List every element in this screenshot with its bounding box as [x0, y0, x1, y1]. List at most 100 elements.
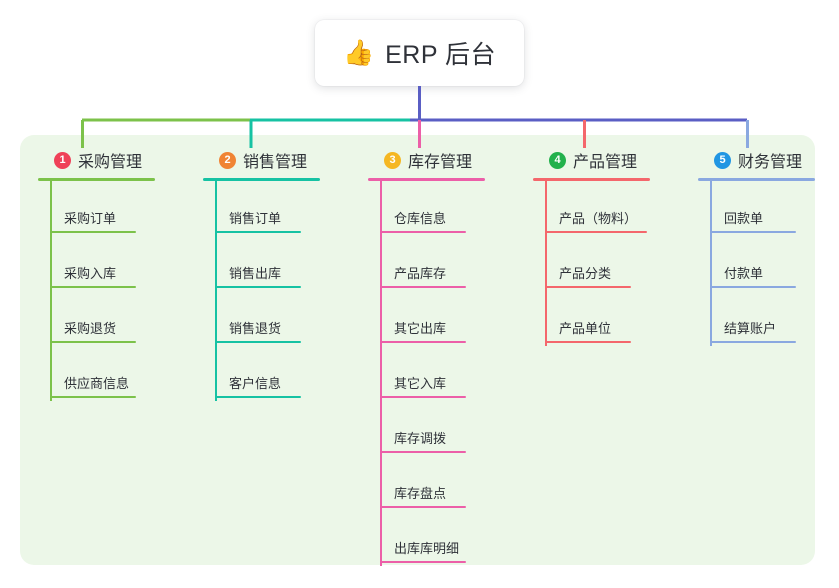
- branch-badge-5: 5: [714, 151, 731, 169]
- leaf-node-label: 库存调拨: [394, 431, 447, 446]
- leaf-node[interactable]: 采购入库: [50, 236, 188, 291]
- leaf-node-label: 客户信息: [229, 376, 282, 391]
- leaf-node-label: 回款单: [724, 211, 764, 226]
- leaf-node-underline: [50, 286, 136, 288]
- leaf-node[interactable]: 其它出库: [380, 291, 518, 346]
- leaf-node[interactable]: 采购订单: [50, 181, 188, 236]
- leaf-node-label: 产品库存: [394, 266, 447, 281]
- branch-spine-2: [215, 181, 217, 401]
- leaf-node[interactable]: 供应商信息: [50, 346, 188, 401]
- leaf-node-underline: [50, 396, 136, 398]
- leaf-node-underline: [710, 341, 796, 343]
- leaf-node[interactable]: 销售出库: [215, 236, 353, 291]
- leaf-node-underline: [215, 396, 301, 398]
- leaf-node-underline: [215, 231, 301, 233]
- branch-title-4: 产品管理: [573, 154, 638, 171]
- leaf-node-underline: [545, 286, 631, 288]
- leaf-node-underline: [50, 231, 136, 233]
- leaf-node-label: 采购入库: [64, 266, 117, 281]
- branch-badge-2: 2: [219, 151, 236, 169]
- leaf-node[interactable]: 其它入库: [380, 346, 518, 401]
- leaf-node[interactable]: 销售订单: [215, 181, 353, 236]
- branch-spine-1: [50, 181, 52, 401]
- leaf-node-underline: [380, 231, 466, 233]
- leaf-node-label: 供应商信息: [64, 376, 130, 391]
- leaf-node-label: 销售出库: [229, 266, 282, 281]
- branch-badge-4: 4: [549, 151, 566, 169]
- root-node-label: ERP 后台: [385, 41, 497, 69]
- branch-underline-1: [38, 178, 155, 181]
- branch-column-4: 4 产品管理产品（物料） 产品分类产品单位: [533, 148, 683, 346]
- branch-header-3[interactable]: 3 库存管理: [368, 148, 518, 172]
- branch-underline-2: [203, 178, 320, 181]
- leaf-node[interactable]: 产品库存: [380, 236, 518, 291]
- branch-leaf-list-4: 产品（物料） 产品分类产品单位: [545, 181, 683, 346]
- branch-leaf-list-2: 销售订单销售出库销售退货客户信息: [215, 181, 353, 401]
- leaf-node-label: 付款单: [724, 266, 764, 281]
- leaf-node-underline: [710, 286, 796, 288]
- leaf-node-label: 结算账户: [724, 321, 777, 336]
- leaf-node-underline: [215, 341, 301, 343]
- leaf-node[interactable]: 库存调拨: [380, 401, 518, 456]
- branch-header-5[interactable]: 5 财务管理: [698, 148, 839, 172]
- branch-spine-4: [545, 181, 547, 346]
- leaf-node-underline: [380, 451, 466, 453]
- leaf-node-underline: [50, 341, 136, 343]
- branch-spine-5: [710, 181, 712, 346]
- leaf-node[interactable]: 客户信息: [215, 346, 353, 401]
- leaf-node[interactable]: 付款单: [710, 236, 839, 291]
- leaf-node-underline: [545, 231, 647, 233]
- branch-title-3: 库存管理: [408, 154, 473, 171]
- leaf-node-underline: [710, 231, 796, 233]
- branch-header-4[interactable]: 4 产品管理: [533, 148, 683, 172]
- root-node-card[interactable]: 👍 ERP 后台: [315, 20, 524, 86]
- leaf-node-label: 产品单位: [559, 321, 612, 336]
- leaf-node[interactable]: 回款单: [710, 181, 839, 236]
- leaf-node[interactable]: 出库库明细: [380, 511, 518, 566]
- branch-column-5: 5 财务管理回款单付款单结算账户: [698, 148, 839, 346]
- leaf-node[interactable]: 产品单位: [545, 291, 683, 346]
- leaf-node[interactable]: 仓库信息: [380, 181, 518, 236]
- leaf-node[interactable]: 销售退货: [215, 291, 353, 346]
- leaf-node-label: 产品（物料）: [559, 211, 638, 226]
- leaf-node[interactable]: 产品分类: [545, 236, 683, 291]
- thumbs-up-icon: 👍: [342, 38, 375, 67]
- leaf-node-underline: [380, 506, 466, 508]
- leaf-node-label: 销售退货: [229, 321, 282, 336]
- leaf-node-underline: [545, 341, 631, 343]
- branch-leaf-list-3: 仓库信息产品库存其它出库其它入库库存调拨库存盘点出库库明细: [380, 181, 518, 566]
- leaf-node[interactable]: 采购退货: [50, 291, 188, 346]
- leaf-node-underline: [380, 341, 466, 343]
- leaf-node-label: 仓库信息: [394, 211, 447, 226]
- leaf-node-label: 销售订单: [229, 211, 282, 226]
- leaf-node-underline: [380, 396, 466, 398]
- branch-badge-1: 1: [54, 151, 71, 169]
- leaf-node[interactable]: 库存盘点: [380, 456, 518, 511]
- leaf-node-label: 库存盘点: [394, 486, 447, 501]
- diagram-backdrop-panel: [20, 135, 815, 565]
- leaf-node[interactable]: 结算账户: [710, 291, 839, 346]
- leaf-node-underline: [380, 286, 466, 288]
- branch-header-2[interactable]: 2 销售管理: [203, 148, 353, 172]
- branch-underline-4: [533, 178, 650, 181]
- branch-leaf-list-5: 回款单付款单结算账户: [710, 181, 839, 346]
- branch-column-2: 2 销售管理销售订单销售出库销售退货客户信息: [203, 148, 353, 401]
- branch-leaf-list-1: 采购订单采购入库采购退货供应商信息: [50, 181, 188, 401]
- leaf-node-label: 产品分类: [559, 266, 612, 281]
- branch-spine-3: [380, 181, 382, 566]
- leaf-node-underline: [215, 286, 301, 288]
- branch-column-3: 3 库存管理仓库信息产品库存其它出库其它入库库存调拨库存盘点出库库明细: [368, 148, 518, 566]
- leaf-node-label: 采购订单: [64, 211, 117, 226]
- branch-title-5: 财务管理: [738, 154, 803, 171]
- branch-title-2: 销售管理: [243, 154, 308, 171]
- branch-underline-3: [368, 178, 485, 181]
- branch-badge-3: 3: [384, 151, 401, 169]
- branch-underline-5: [698, 178, 815, 181]
- leaf-node[interactable]: 产品（物料）: [545, 181, 683, 236]
- leaf-node-label: 其它入库: [394, 376, 447, 391]
- leaf-node-label: 出库库明细: [394, 541, 460, 556]
- leaf-node-underline: [380, 561, 466, 563]
